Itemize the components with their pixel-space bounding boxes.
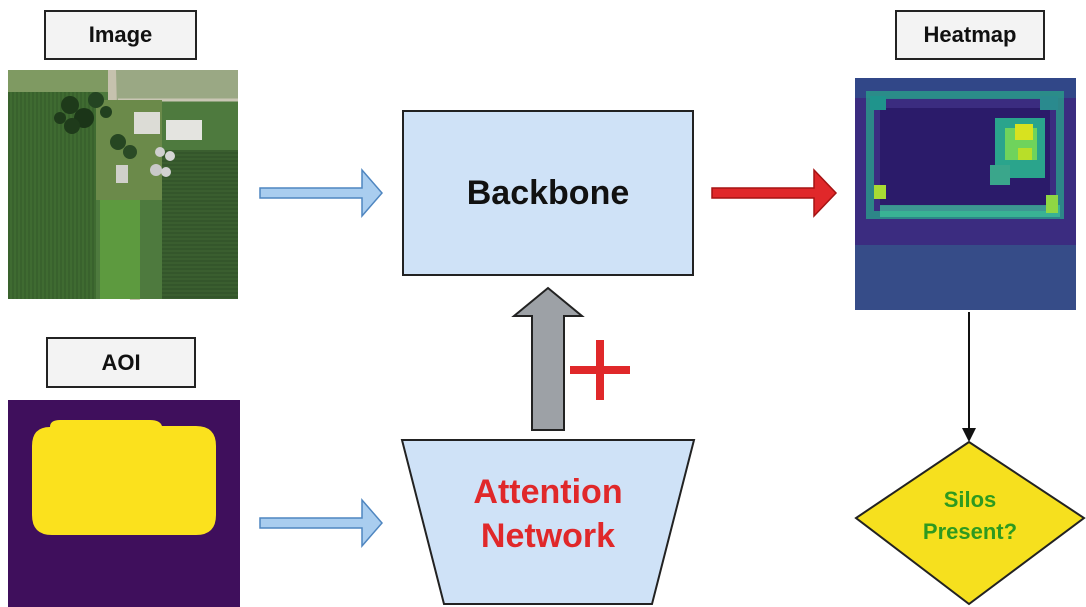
heatmap-label-text: Heatmap: [923, 22, 1017, 47]
image-to-backbone-arrow: [259, 167, 383, 219]
aoi-label-text: AOI: [101, 349, 141, 375]
attention-text-line1: Attention: [473, 473, 623, 511]
decision-text-line1: Silos: [943, 487, 997, 512]
image-label: Image: [44, 10, 197, 60]
heatmap-label: Heatmap: [895, 10, 1045, 60]
plus-icon: [570, 340, 630, 400]
attention-network-node: [400, 439, 696, 605]
backbone-node: Backbone: [402, 110, 694, 276]
heatmap-image: [855, 78, 1076, 310]
decision-text-line2: Present?: [922, 519, 1018, 544]
attention-text-line2: Network: [480, 517, 616, 555]
aerial-image: [8, 70, 238, 300]
image-label-text: Image: [88, 22, 153, 47]
attention-to-backbone-arrow: [511, 286, 585, 431]
aoi-mask-image: [8, 400, 240, 607]
decision-text: Silos Present?: [895, 484, 1045, 548]
backbone-text: Backbone: [466, 173, 630, 212]
backbone-to-heatmap-arrow: [711, 168, 838, 218]
decision-diamond: [854, 440, 1086, 606]
attention-network-text: Attention Network: [420, 470, 676, 558]
aoi-to-attention-arrow: [259, 497, 383, 549]
aoi-label: AOI: [46, 337, 196, 388]
heatmap-to-decision-arrowhead: [962, 428, 976, 442]
